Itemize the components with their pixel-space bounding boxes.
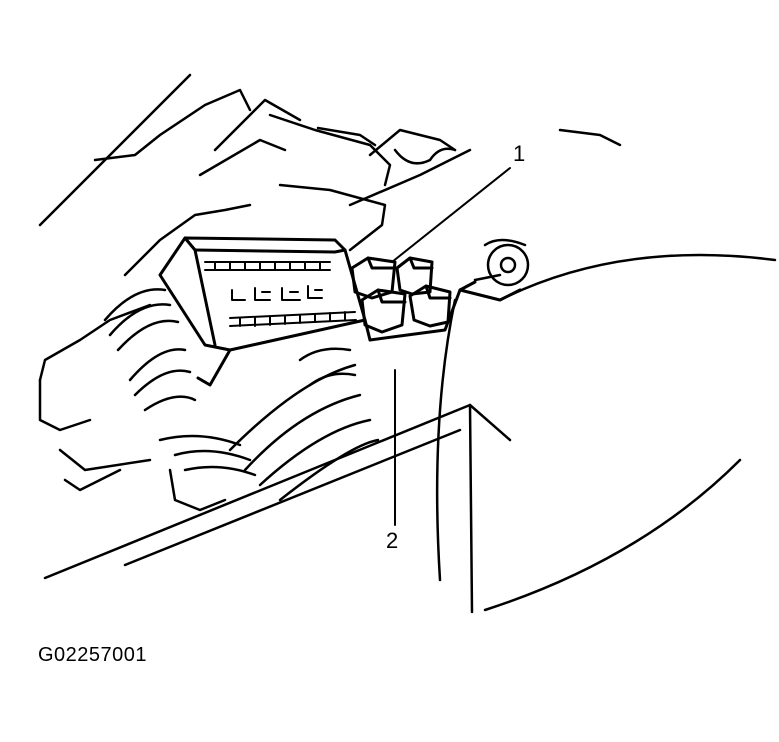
leader-line-1 (392, 168, 510, 262)
fender-panel (45, 255, 775, 612)
callout-label-2: 2 (386, 528, 399, 553)
fuse-relay-block (160, 238, 370, 385)
relays (352, 258, 520, 340)
ground-bolt (475, 240, 528, 285)
body-structure (40, 75, 620, 510)
figure-id-caption: G02257001 (38, 644, 148, 666)
leader-lines (392, 168, 510, 525)
wiring-harness (105, 289, 378, 500)
callout-label-1: 1 (513, 141, 526, 166)
